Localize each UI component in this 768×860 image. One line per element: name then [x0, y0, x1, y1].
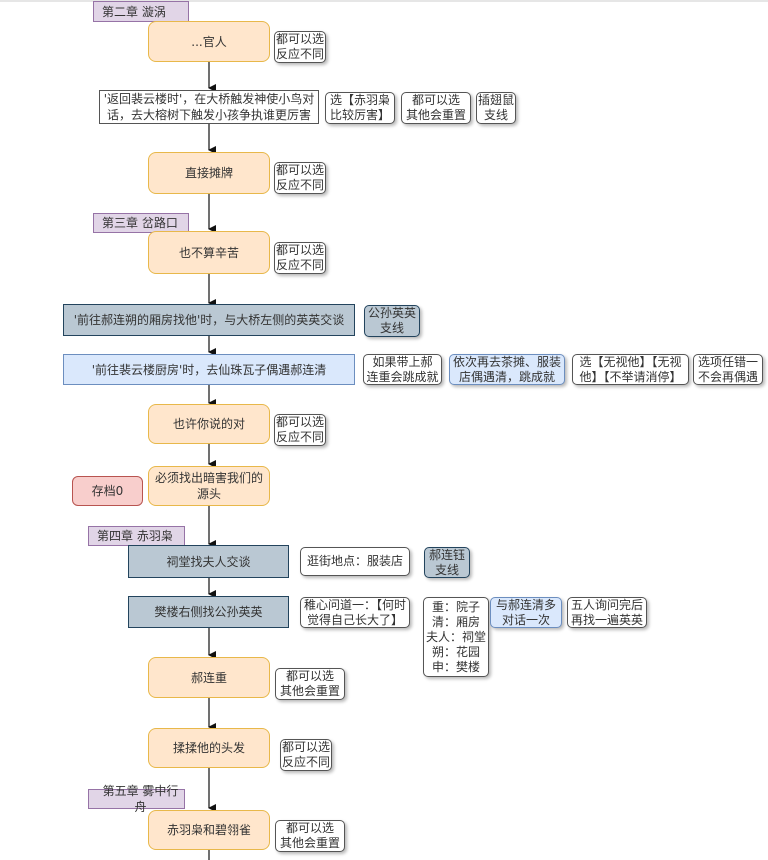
note: 与郝连清多 对话一次 — [490, 597, 562, 628]
flow-node-choice[interactable]: ...官人 — [148, 21, 270, 62]
flow-node-step[interactable]: 祠堂找夫人交谈 — [128, 545, 289, 578]
note: 都可以选 其他会重置 — [401, 92, 471, 124]
chapter-label-5: 第五章 雾中行舟 — [88, 784, 185, 814]
flow-node-step[interactable]: 樊楼右侧找公孙英英 — [128, 596, 289, 628]
note: 都可以选 其他会重置 — [275, 668, 345, 700]
flow-node-choice[interactable]: 直接摊牌 — [148, 152, 270, 194]
note: 都可以选 其他会重置 — [275, 820, 345, 852]
flow-node-choice[interactable]: 也许你说的对 — [148, 404, 270, 444]
note: 都可以选 反应不同 — [274, 242, 326, 274]
flow-node-choice[interactable]: 必须找出暗害我们的源头 — [148, 466, 270, 506]
note: 如果带上郝 连重会跳成就 — [363, 354, 442, 385]
note: 五人询问完后 再找一遍英英 — [567, 597, 647, 628]
note: 选【无视他】【无视 他】【不举请消停】 — [572, 354, 689, 385]
note: 郝连钰 支线 — [424, 547, 470, 578]
flow-node-choice[interactable]: 郝连重 — [148, 657, 270, 698]
save-slot-badge: 存档0 — [72, 476, 143, 506]
flow-node-step[interactable]: '前往郝连朔的厢房找他'时，与大桥左侧的英英交谈 — [63, 304, 355, 336]
note: 都可以选 反应不同 — [274, 414, 326, 446]
flow-node-choice[interactable]: 揉揉他的头发 — [148, 728, 270, 768]
note: 插翅鼠 支线 — [476, 92, 516, 124]
note: 选项任错一 不会再偶遇 — [693, 354, 763, 385]
note: 选【赤羽枭 比较厉害】 — [325, 92, 395, 124]
top-border — [0, 0, 768, 2]
note: 都可以选 反应不同 — [280, 739, 332, 771]
note: 重：院子 清：厢房 夫人：祠堂 朔：花园 申：樊楼 — [423, 597, 489, 677]
chapter-label-4: 第四章 赤羽枭 — [88, 526, 185, 546]
flow-node-step[interactable]: '返回裴云楼时'，在大桥触发神使小鸟对话，去大榕树下触发小孩争执谁更厉害 — [99, 90, 319, 124]
note: 都可以选 反应不同 — [274, 162, 326, 194]
note: 都可以选 反应不同 — [274, 31, 326, 63]
flow-node-choice[interactable]: 也不算辛苦 — [148, 231, 270, 274]
note: 公孙英英 支线 — [364, 305, 420, 337]
chapter-label-3: 第三章 岔路口 — [93, 213, 189, 233]
flow-node-step[interactable]: '前往裴云楼厨房'时，去仙珠瓦子偶遇郝连清 — [63, 354, 355, 385]
note: 依次再去茶摊、服装 店偶遇清，跳成就 — [449, 354, 565, 385]
chapter-label-2: 第二章 漩涡 — [93, 1, 189, 22]
note: 逛街地点：服装店 — [300, 547, 410, 576]
note: 稚心问道一：【何时 觉得自己长大了】 — [300, 597, 410, 628]
flow-node-choice[interactable]: 赤羽枭和碧翎雀 — [148, 810, 270, 850]
